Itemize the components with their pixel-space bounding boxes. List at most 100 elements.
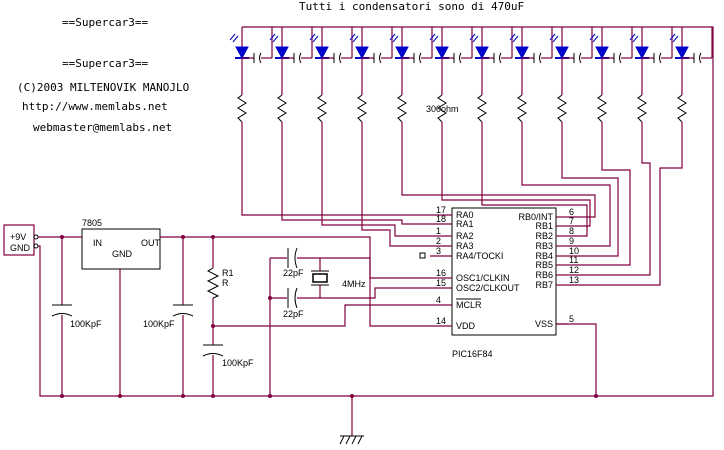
- led-chain: [229, 27, 273, 123]
- email-line: webmaster@memlabs.net: [33, 121, 172, 134]
- right-pin-number: 7: [569, 216, 574, 226]
- led-icon: [595, 46, 609, 60]
- led-icon: [475, 46, 489, 60]
- left-pin-number: 16: [436, 268, 446, 278]
- c2-label: 100KpF: [143, 319, 175, 329]
- resistor-icon: [237, 94, 247, 123]
- right-pin-name: RB5: [535, 260, 553, 270]
- right-pin-name: RB7: [535, 280, 553, 290]
- resistor-r1: [206, 267, 220, 299]
- led-chain: [309, 27, 353, 123]
- right-pin-name: RB0/INT: [518, 212, 553, 222]
- left-pin-number: 18: [436, 214, 446, 224]
- led-chain: [469, 27, 513, 123]
- resistor-icon: [677, 94, 687, 123]
- left-pin-name: RA3: [456, 241, 474, 251]
- right-pin-number: 10: [569, 246, 579, 256]
- led-icon: [235, 46, 249, 60]
- right-pin-number: 13: [569, 275, 579, 285]
- led-chain: [669, 27, 713, 123]
- crystal-4mhz: [311, 270, 329, 286]
- power-connector: [3, 224, 35, 256]
- r1-value: R: [222, 278, 229, 288]
- junction-dots: [60, 235, 598, 398]
- regulator-7805: [81, 228, 161, 270]
- right-pin-name: VSS: [535, 319, 553, 329]
- left-pin-name: RA4/TOCKI: [456, 251, 503, 261]
- oscillator-wires: [269, 257, 430, 396]
- led-chain: [269, 27, 313, 123]
- left-pin-name: OSC2/CLKOUT: [456, 283, 520, 293]
- led-chain: [389, 27, 433, 123]
- website-line: http://www.memlabs.net: [22, 100, 168, 113]
- led-icon: [355, 46, 369, 60]
- ra4-nc-marker: [419, 252, 426, 259]
- title-line-1: ==Supercar3==: [62, 16, 148, 29]
- capacitor-c3: [202, 344, 224, 357]
- regulator-name: 7805: [82, 218, 102, 228]
- led-chain: [589, 27, 633, 123]
- right-pin-number: 9: [569, 236, 574, 246]
- resistor-icon: [477, 94, 487, 123]
- resistor-icon: [317, 94, 327, 123]
- x1-label: 22pF: [283, 268, 304, 278]
- left-pin-name: RA1: [456, 219, 474, 229]
- capacitor-x2: [287, 287, 298, 309]
- led-icon: [555, 46, 569, 60]
- left-pin-number: 2: [436, 236, 441, 246]
- title-line-2: ==Supercar3==: [62, 57, 148, 70]
- left-pin-number: 17: [436, 205, 446, 215]
- led-chain: [509, 27, 553, 123]
- left-pin-number: 3: [436, 246, 441, 256]
- left-pin-number: 4: [436, 295, 441, 305]
- led-icon: [315, 46, 329, 60]
- resistor-icon: [517, 94, 527, 123]
- right-pin-name: RB2: [535, 231, 553, 241]
- resistor-icon: [437, 94, 447, 123]
- led-routing-wires: [241, 26, 714, 397]
- caption-top: Tutti i condensatori sono di 470uF: [299, 0, 524, 13]
- crystal-label: 4MHz: [342, 279, 366, 289]
- led-chain: [629, 27, 673, 123]
- right-pin-name: RB3: [535, 241, 553, 251]
- resistor-icon: [277, 94, 287, 123]
- left-pin-name: OSC1/CLKIN: [456, 273, 510, 283]
- right-pin-name: RB6: [535, 270, 553, 280]
- c3-label: 100KpF: [222, 358, 254, 368]
- led-icon: [635, 46, 649, 60]
- led-icon: [515, 46, 529, 60]
- resistor-icon: [637, 94, 647, 123]
- left-pin-number: 1: [436, 226, 441, 236]
- led-icon: [675, 46, 689, 60]
- capacitor-c2: [172, 304, 194, 317]
- right-pin-number: 8: [569, 226, 574, 236]
- left-pin-name: RA2: [456, 231, 474, 241]
- led-icon: [435, 46, 449, 60]
- r1-name: R1: [222, 268, 234, 278]
- left-pin-number: 15: [436, 278, 446, 288]
- pic16f84-chip: [451, 207, 557, 336]
- x2-label: 22pF: [283, 309, 304, 319]
- resistor-icon: [357, 94, 367, 123]
- right-pin-number: 11: [569, 255, 578, 265]
- resistor-value-label: 300ohm: [426, 104, 459, 114]
- led-chain: [549, 27, 593, 123]
- regulator-out-label: OUT: [141, 238, 161, 248]
- regulator-in-label: IN: [93, 238, 102, 248]
- chip-name: PIC16F84: [452, 349, 493, 359]
- led-array: [229, 26, 713, 123]
- resistor-icon: [597, 94, 607, 123]
- capacitor-x1: [287, 247, 298, 269]
- regulator-gnd-label: GND: [112, 249, 133, 259]
- left-pin-name: MCLR: [456, 300, 482, 310]
- power-gnd-label: GND: [10, 243, 31, 253]
- capacitor-c1: [51, 304, 73, 317]
- left-pin-name: VDD: [456, 321, 476, 331]
- power-plus-label: +9V: [10, 232, 26, 242]
- led-icon: [275, 46, 289, 60]
- led-chain: [429, 27, 473, 123]
- right-pin-name: RB1: [535, 221, 553, 231]
- resistor-icon: [557, 94, 567, 123]
